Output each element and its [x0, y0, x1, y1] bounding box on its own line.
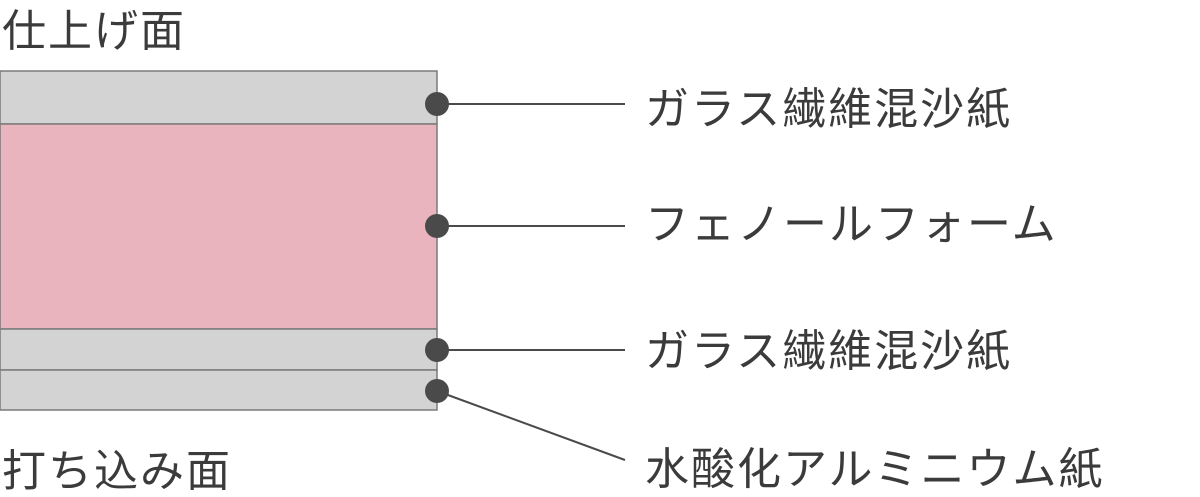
bottom-surface-label: 打ち込み面	[2, 446, 232, 497]
layer-phenol-foam	[0, 123, 438, 330]
layer-label-3: ガラス繊維混沙紙	[645, 326, 1013, 377]
top-surface-label: 仕上げ面	[2, 6, 186, 57]
layer-aluminum-hydroxide-paper	[0, 369, 438, 411]
layer-label-1: ガラス繊維混沙紙	[645, 84, 1013, 135]
leader-dot-2	[425, 214, 449, 238]
leader-dot-4	[425, 379, 449, 403]
layer-glass-fiber-paper-top	[0, 70, 438, 125]
leader-dot-1	[425, 92, 449, 116]
leader-line-4	[436, 390, 626, 461]
layer-glass-fiber-paper-bottom	[0, 328, 438, 371]
layer-label-2: フェノールフォーム	[645, 199, 1058, 250]
layer-label-4: 水酸化アルミニウム紙	[645, 444, 1105, 495]
leader-dot-3	[425, 338, 449, 362]
